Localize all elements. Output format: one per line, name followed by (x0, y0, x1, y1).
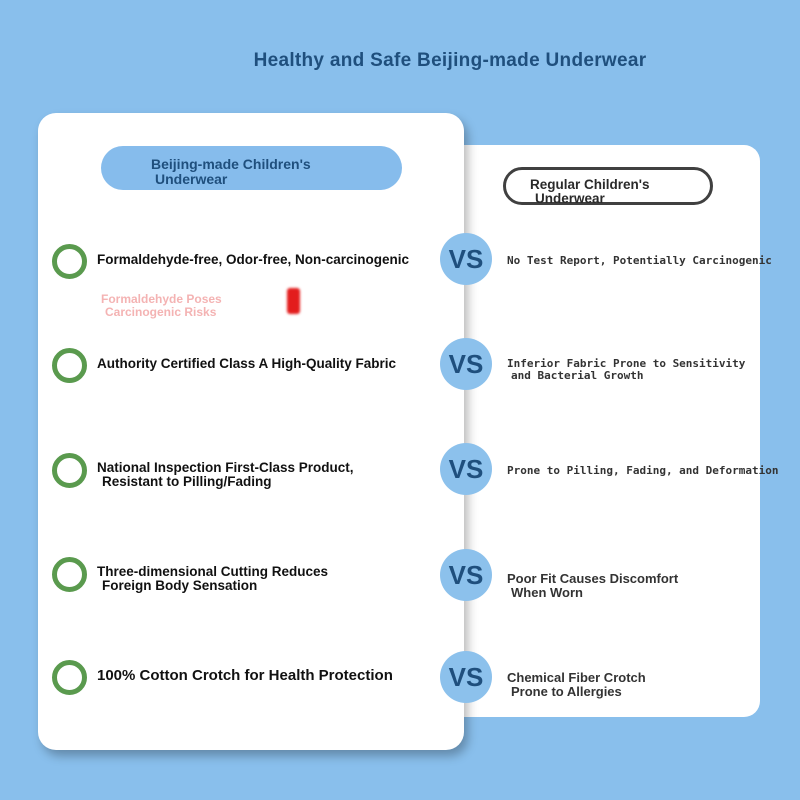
vs-badge: VS (440, 338, 492, 390)
regular-underwear-card (440, 145, 760, 717)
header-line: Underwear (535, 191, 605, 206)
contrast-item: Poor Fit Causes Discomfort When Worn (507, 572, 678, 600)
feature-item: 100% Cotton Crotch for Health Protection (97, 667, 393, 684)
check-ring-icon (52, 453, 87, 488)
feature-line: Three-dimensional Cutting Reduces (97, 564, 329, 579)
contrast-line: No Test Report, Potentially Carcinogenic (507, 254, 772, 267)
red-alert-mark (287, 288, 300, 314)
contrast-line: When Worn (511, 585, 583, 600)
beijing-underwear-card (38, 113, 464, 750)
beijing-underwear-header: Beijing-made Children's Underwear (101, 146, 402, 190)
header-line: Regular Children's (530, 177, 650, 192)
contrast-line: Chemical Fiber Crotch (507, 670, 646, 685)
page-title: Healthy and Safe Beijing-made Underwear (253, 50, 647, 71)
feature-line: Resistant to Pilling/Fading (102, 474, 272, 489)
feature-item: Formaldehyde-free, Odor-free, Non-carcin… (97, 253, 409, 267)
check-ring-icon (52, 348, 87, 383)
check-ring-icon (52, 244, 87, 279)
feature-item: National Inspection First-Class Product,… (97, 461, 354, 489)
contrast-line: Poor Fit Causes Discomfort (507, 571, 679, 586)
contrast-line: Prone to Pilling, Fading, and Deformatio… (507, 464, 779, 477)
contrast-line: Prone to Allergies (511, 684, 622, 699)
contrast-item: No Test Report, Potentially Carcinogenic (507, 255, 772, 267)
vs-badge: VS (440, 651, 492, 703)
vs-badge: VS (440, 549, 492, 601)
contrast-item: Inferior Fabric Prone to Sensitivity and… (507, 358, 745, 382)
contrast-line: and Bacterial Growth (511, 369, 644, 382)
feature-item: Authority Certified Class A High-Quality… (97, 357, 396, 371)
feature-line: 100% Cotton Crotch for Health Protection (97, 667, 393, 684)
warning-line: Carcinogenic Risks (105, 305, 217, 319)
feature-item: Three-dimensional Cutting Reduces Foreig… (97, 565, 328, 593)
vs-badge: VS (440, 233, 492, 285)
contrast-item: Prone to Pilling, Fading, and Deformatio… (507, 465, 779, 477)
warning-line: Formaldehyde Poses (101, 292, 222, 306)
check-ring-icon (52, 660, 87, 695)
header-line: Underwear (155, 171, 228, 187)
formaldehyde-warning: Formaldehyde Poses Carcinogenic Risks (101, 293, 222, 319)
contrast-item: Chemical Fiber Crotch Prone to Allergies (507, 671, 646, 699)
check-ring-icon (52, 557, 87, 592)
vs-badge: VS (440, 443, 492, 495)
feature-line: National Inspection First-Class Product, (97, 460, 354, 475)
feature-line: Foreign Body Sensation (102, 578, 258, 593)
contrast-line: Inferior Fabric Prone to Sensitivity (507, 357, 746, 370)
header-line: Beijing-made Children's (151, 156, 311, 172)
feature-line: Authority Certified Class A High-Quality… (97, 356, 397, 371)
regular-underwear-header: Regular Children's Underwear (503, 167, 713, 206)
feature-line: Formaldehyde-free, Odor-free, Non-carcin… (97, 252, 410, 267)
